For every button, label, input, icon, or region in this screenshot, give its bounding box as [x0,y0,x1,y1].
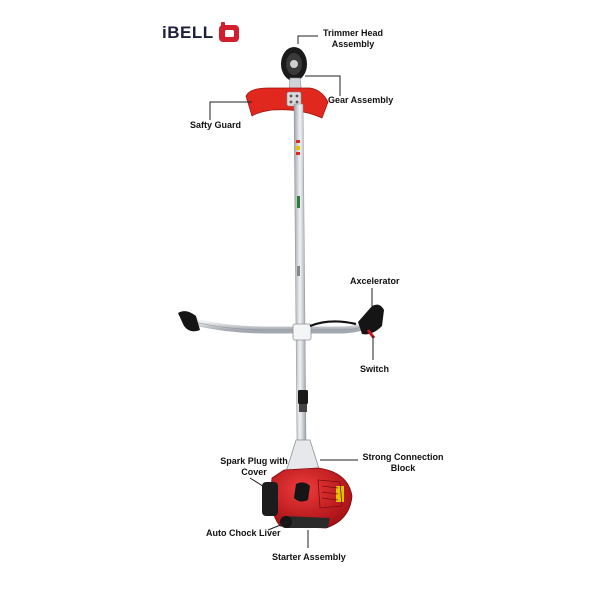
label-connection-block-line2: Block [390,463,416,473]
label-gear-assembly: Gear Assembly [328,95,394,105]
brand-mark-icon [218,22,239,42]
leader-gear-assembly [305,75,341,96]
label-trimmer-head: Trimmer Head Assembly [318,28,388,50]
label-safety-guard: Safty Guard [190,120,242,130]
leader-safety-guard [209,101,252,120]
brand-name: iBELL [162,23,214,42]
leader-spark-plug [249,477,267,489]
label-connection-block-line1: Strong Connection [362,452,444,462]
label-starter: Starter Assembly [272,552,346,562]
brand-logo: iBELL [162,20,240,46]
leader-auto-choke [267,521,289,531]
shaft-clamp [298,390,308,412]
bike-handle [178,311,376,341]
label-connection-block: Strong Connection Block [358,452,448,474]
label-auto-choke: Auto Chock Liver [206,528,281,538]
throttle-grip [358,304,384,339]
label-spark-plug: Spark Plug with Cover [214,456,294,478]
label-trimmer-head-line2: Assembly [331,39,375,49]
trimmer-head [281,47,307,81]
leader-trimmer-head [297,35,318,44]
label-spark-plug-line1: Spark Plug with [220,456,288,466]
drive-shaft [293,103,307,441]
label-switch: Switch [360,364,390,374]
label-trimmer-head-line1: Trimmer Head [322,28,384,38]
label-accelerator: Axcelerator [350,276,400,286]
engine [262,467,353,529]
label-spark-plug-line2: Cover [241,467,267,477]
safety-guard [245,87,329,119]
